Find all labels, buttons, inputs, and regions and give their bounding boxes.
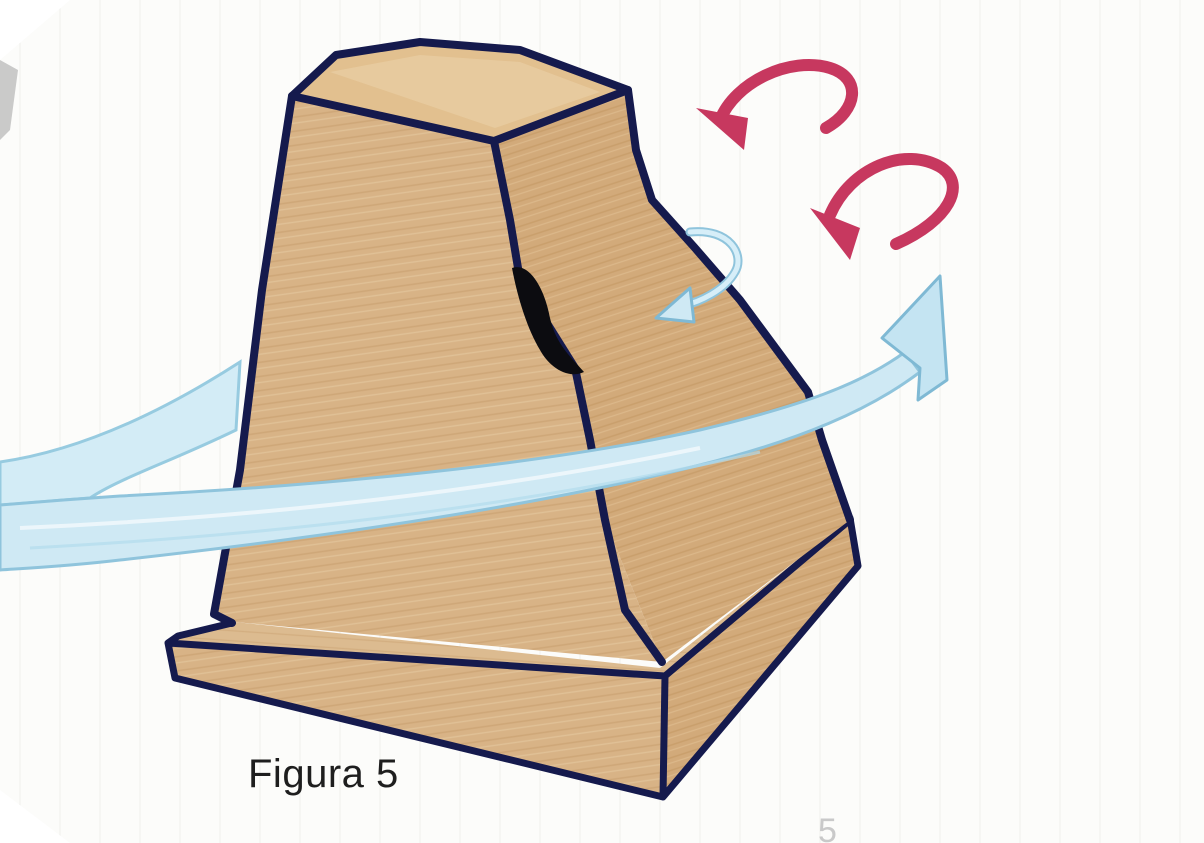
page-mark: 5 <box>818 812 837 843</box>
figure-caption: Figura 5 <box>248 752 399 797</box>
